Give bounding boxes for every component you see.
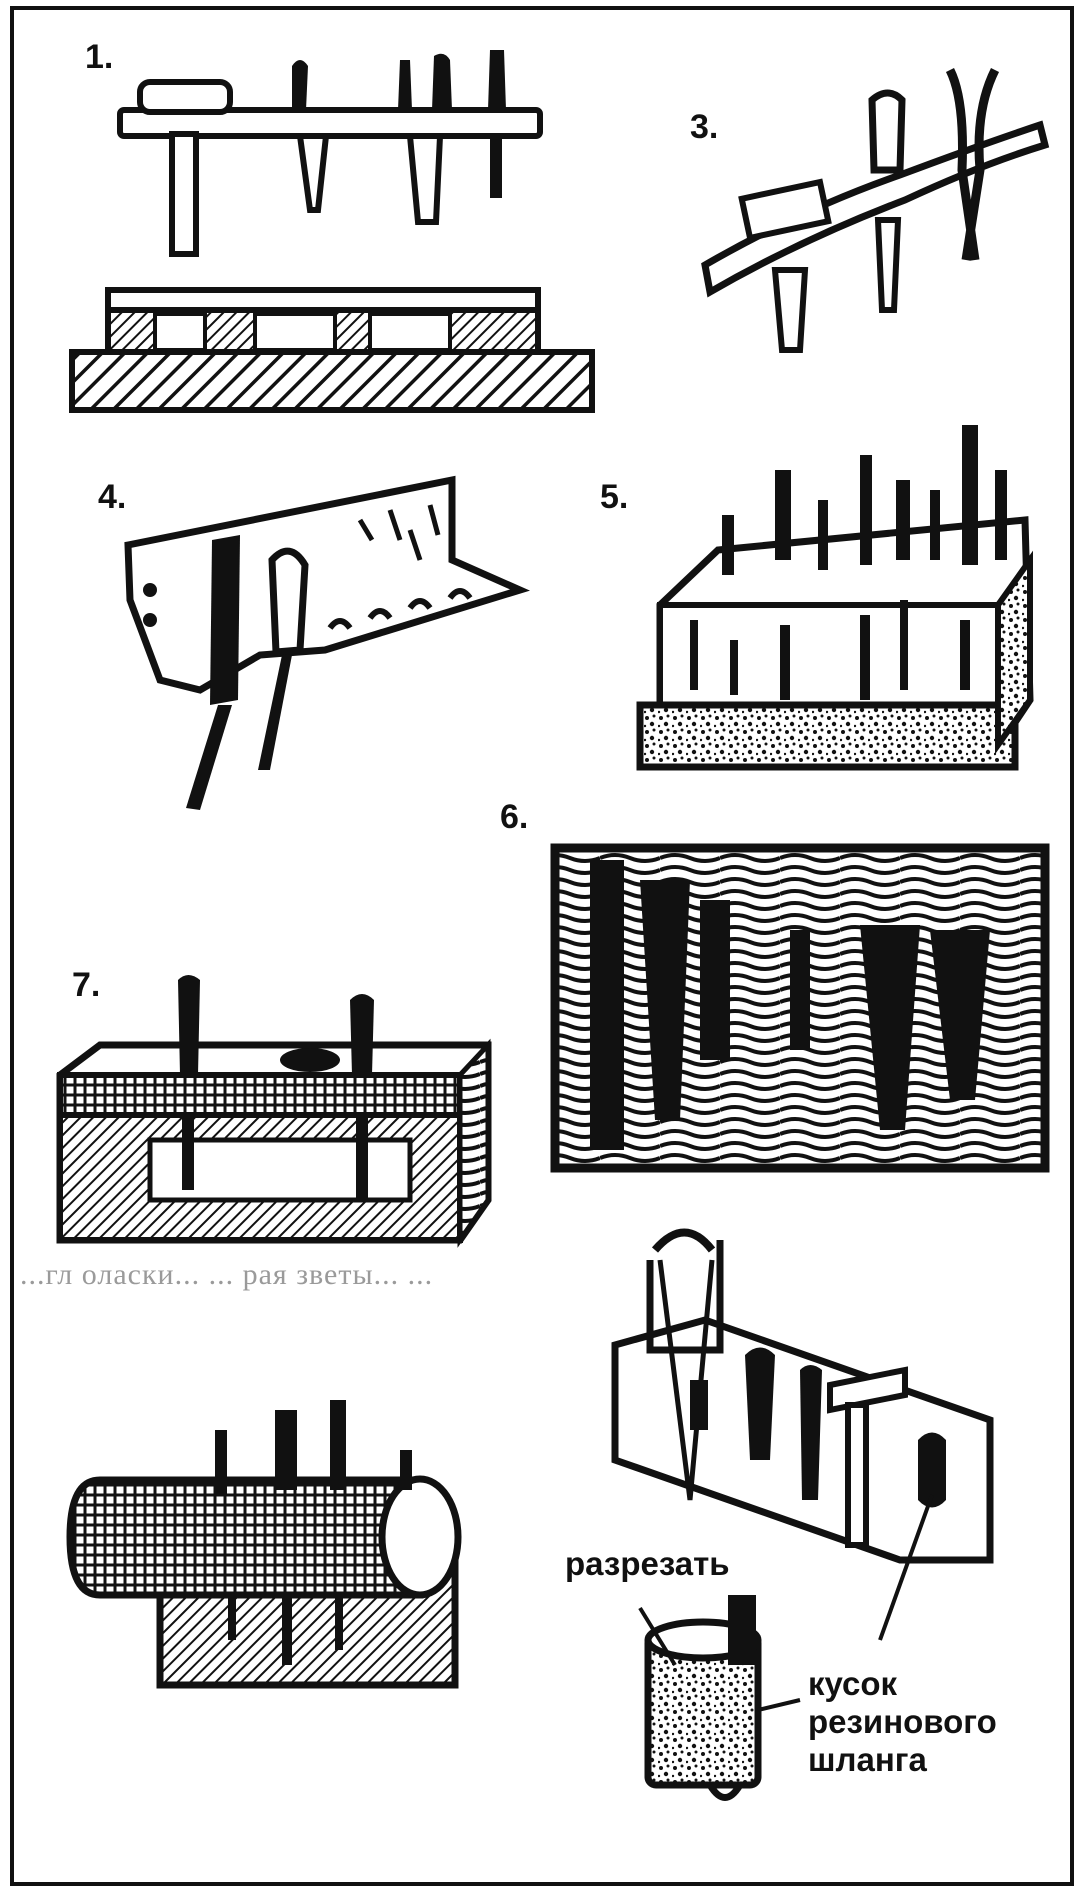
figure-number-7: 7.: [72, 966, 101, 1004]
figure-9-hose-holder-plank: [611, 1228, 994, 1801]
figure-number-3: 3.: [690, 108, 719, 146]
figure-8-roll-holder: [66, 1400, 462, 1689]
border-frame: [10, 6, 1074, 1886]
label-hose-line-2: резинового: [808, 1703, 997, 1740]
figure-1-rail-holder: [69, 50, 595, 413]
figure-number-6: 6.: [500, 798, 529, 836]
figure-4-bracket-holder: [124, 475, 530, 810]
bleed-through-text: ...гл оласки... ... рая зветы... ...: [20, 1258, 434, 1291]
figure-7-box-holder: [56, 975, 492, 1248]
figure-number-1: 1.: [85, 38, 114, 76]
figure-number-4: 4.: [98, 478, 127, 516]
figure-6-wall-board: [550, 843, 1050, 1173]
label-cut: разрезать: [565, 1545, 730, 1582]
label-hose-line-1: кусок: [808, 1665, 898, 1702]
label-hose-line-3: шланга: [808, 1741, 927, 1778]
figure-5-block-holder: [636, 425, 1034, 771]
figure-number-5: 5.: [600, 478, 629, 516]
figure-3-branch-holder: [701, 67, 1050, 353]
label-hose-piece: кусок резинового шланга: [808, 1665, 997, 1779]
